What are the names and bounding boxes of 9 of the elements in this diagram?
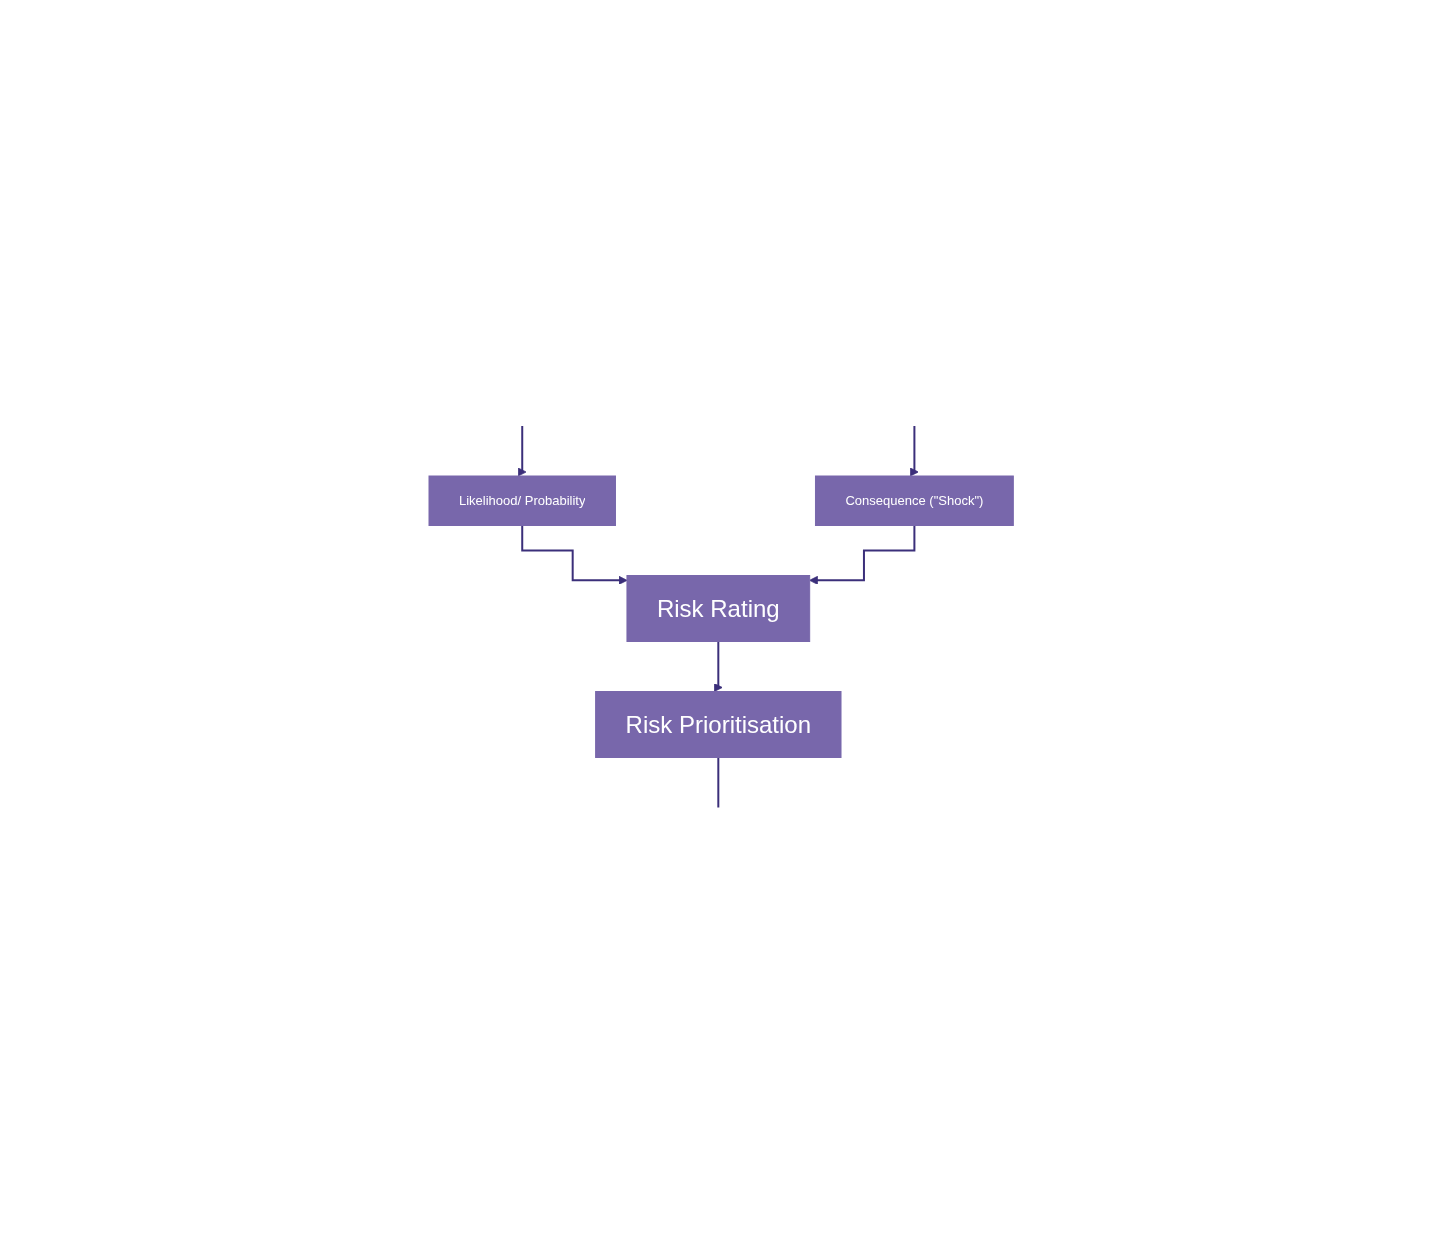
arrow (714, 640, 724, 693)
arrow (521, 524, 628, 585)
node-box: Likelihood/ Probability (428, 475, 617, 527)
node-box: Risk Prioritisation (595, 691, 842, 759)
arrow (518, 425, 527, 477)
connector (717, 756, 720, 809)
arrow (809, 524, 916, 585)
node-box: Risk Rating (626, 575, 811, 643)
node-box: Consequence ("Shock") (815, 475, 1015, 527)
